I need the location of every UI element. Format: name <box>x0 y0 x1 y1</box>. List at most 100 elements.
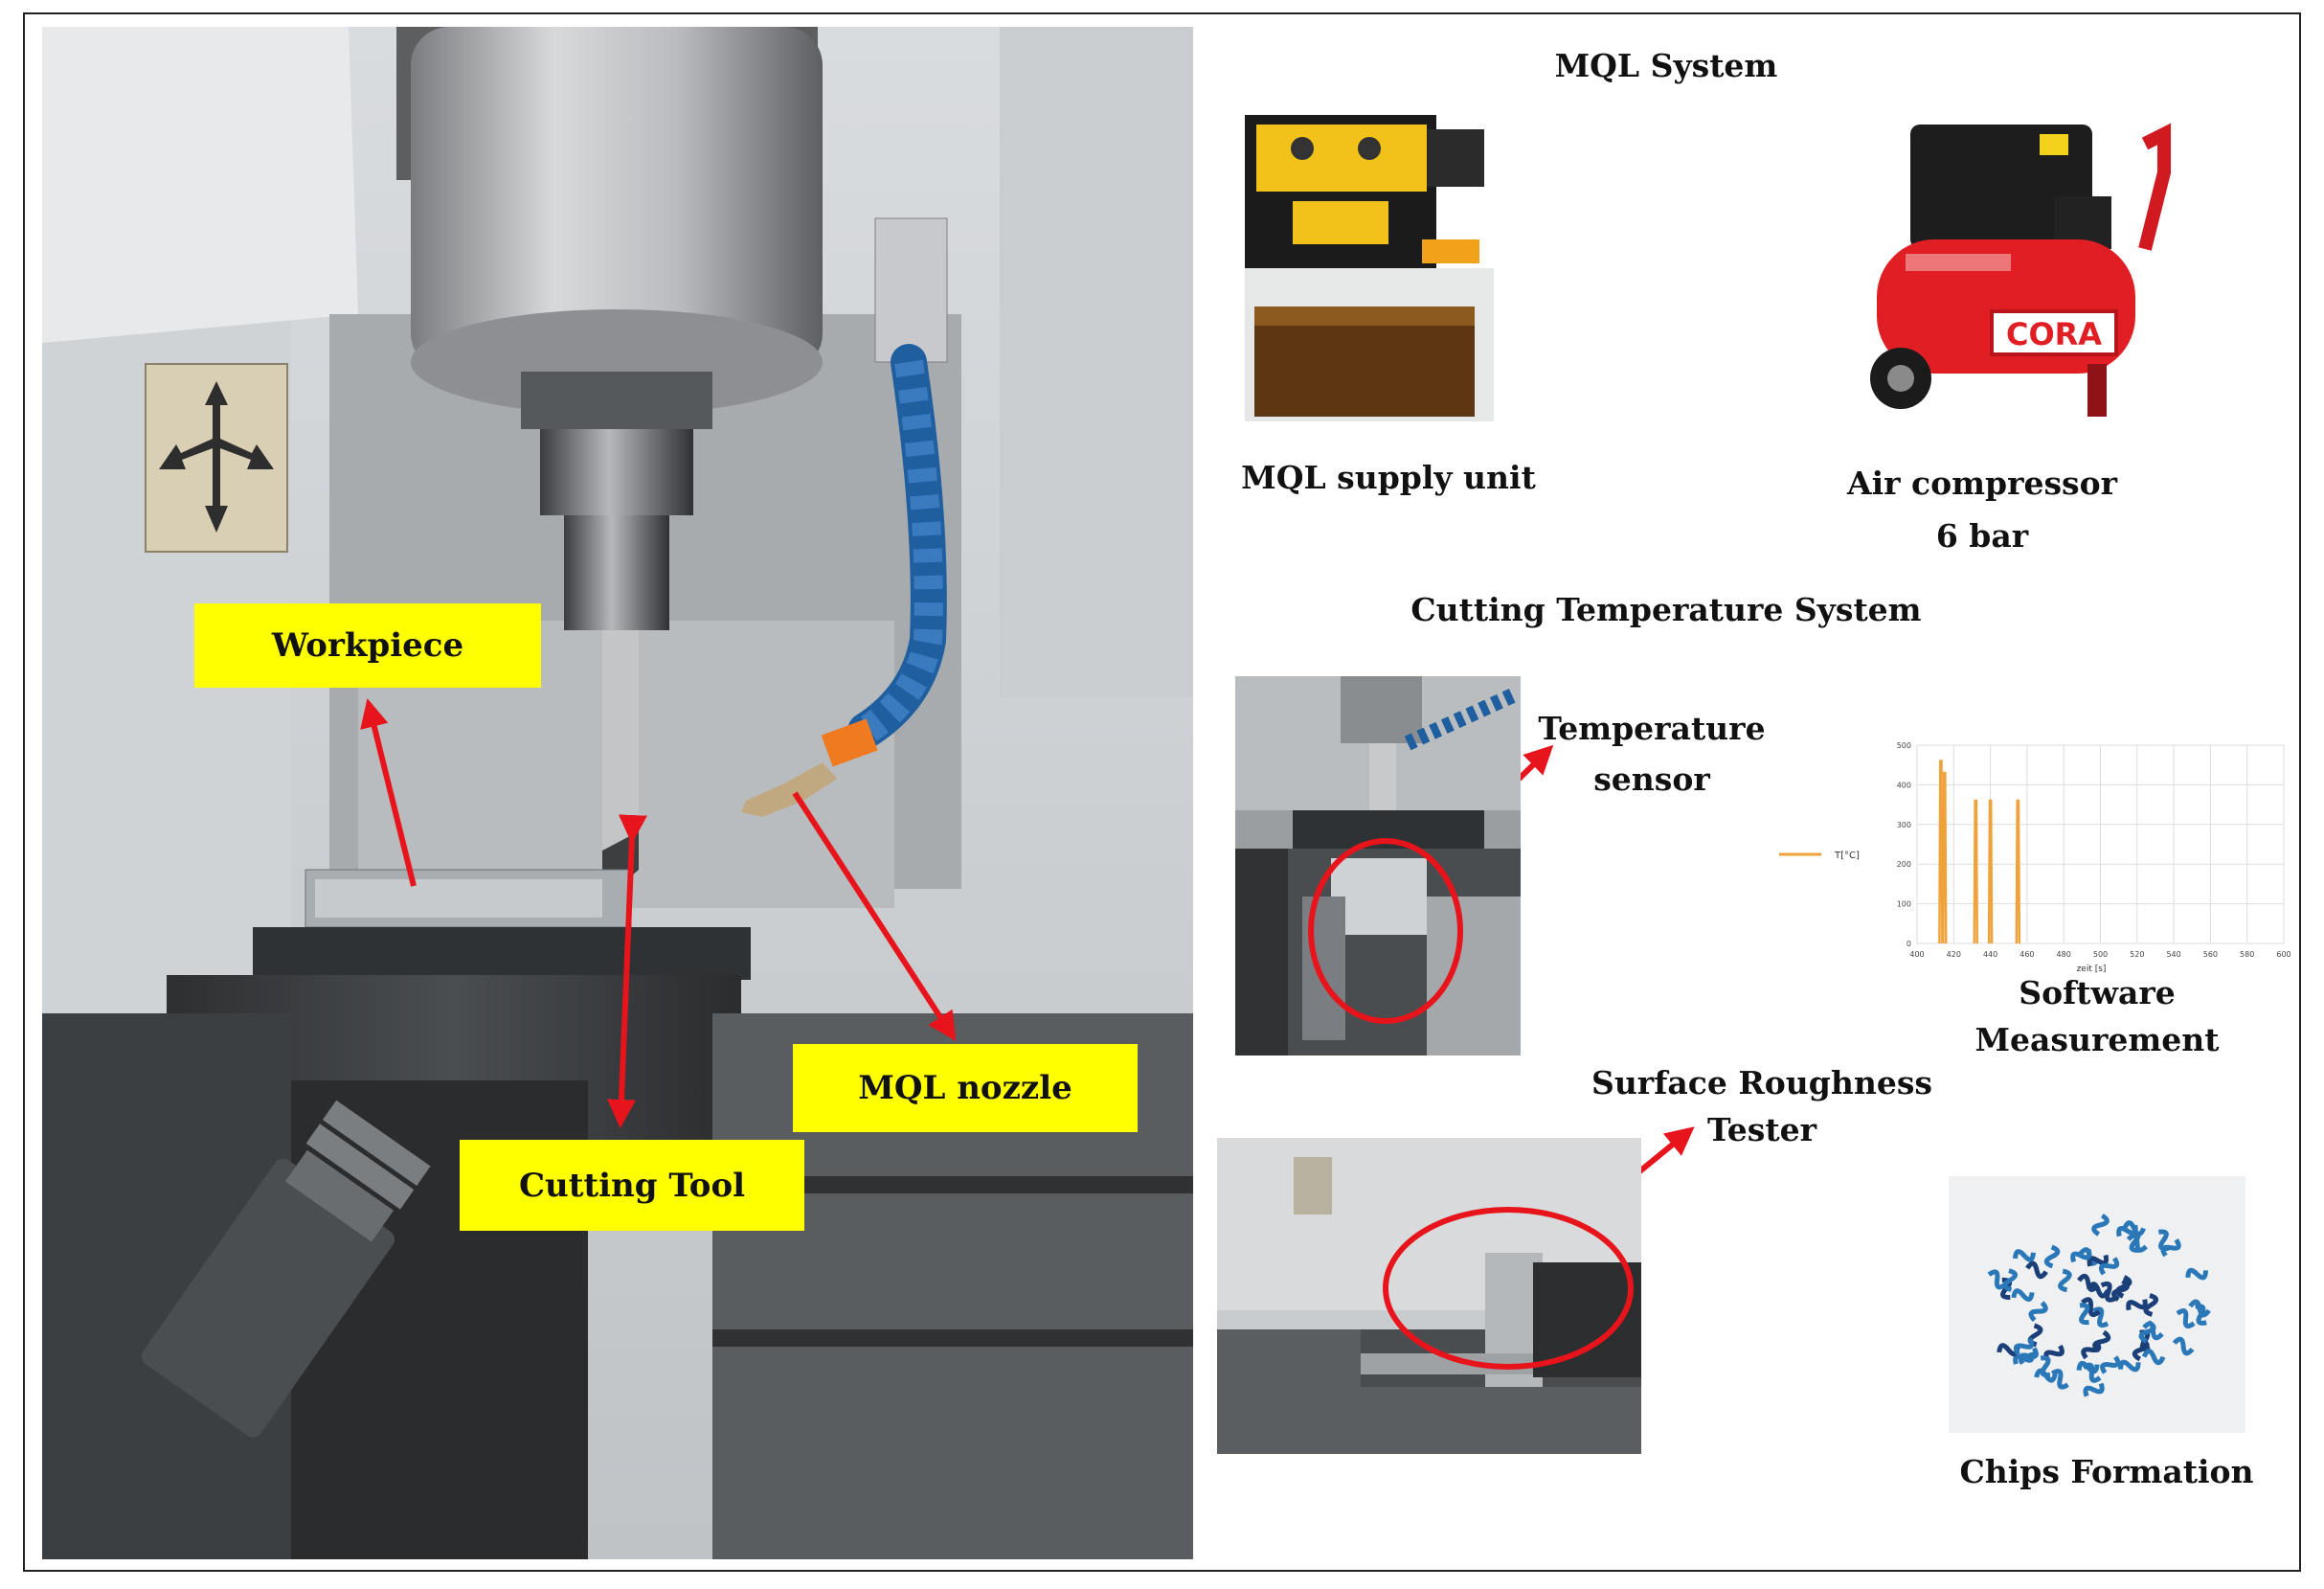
chip-piece <box>2092 1329 2111 1353</box>
chart-x-tick-label: 480 <box>2057 950 2071 959</box>
chip-piece <box>2138 1320 2156 1344</box>
chips-formation-photo <box>1949 1176 2245 1433</box>
chip-piece <box>2050 1369 2069 1390</box>
chip-piece <box>2188 1299 2211 1318</box>
chip-piece <box>2160 1238 2181 1258</box>
chips-formation-label: Chips Formation <box>1959 1453 2254 1490</box>
compressor-brand-text: CORA <box>2006 316 2102 352</box>
chart-x-tick-label: 520 <box>2130 950 2144 959</box>
chart-peak <box>1973 799 1979 944</box>
chip-piece <box>2087 1254 2110 1267</box>
chip-piece <box>2116 1224 2138 1237</box>
chip-piece <box>1987 1269 2007 1290</box>
chart-x-tick-label: 500 <box>2093 950 2108 959</box>
chart-xlabel: zeit [s] <box>2077 965 2107 974</box>
temperature-sensor-highlight-circle <box>1308 838 1463 1024</box>
chart-y-tick-label: 300 <box>1897 821 1911 829</box>
chart-x-tick-label: 600 <box>2276 950 2290 959</box>
chip-piece <box>2091 1213 2110 1237</box>
chip-piece <box>2141 1349 2166 1366</box>
temperature-chart-svg: 400 420 440 460 480 500 520 540 560 580 600 0 100 200… <box>1779 741 2291 974</box>
chart-legend-label: T[°C] <box>1834 851 1860 861</box>
chip-piece <box>2028 1301 2048 1323</box>
software-measurement-label-line1: Software <box>2019 974 2176 1011</box>
figure-frame <box>23 12 2301 1572</box>
cutting-temperature-title: Cutting Temperature System <box>1410 591 1922 628</box>
software-measurement-label: Software Measurement <box>1953 973 2241 1061</box>
temperature-sensor-label-line1: Temperature <box>1538 710 1766 747</box>
chip-piece <box>2077 1273 2100 1292</box>
chip-piece <box>2129 1230 2141 1253</box>
temperature-sensor-label: Temperature sensor <box>1532 709 1771 801</box>
chip-piece <box>2025 1260 2048 1280</box>
chip-piece <box>2043 1344 2065 1362</box>
software-measurement-label-line2: Measurement <box>1974 1020 2220 1058</box>
air-compressor-label-line1: Air compressor <box>1846 465 2118 502</box>
chip-piece <box>2100 1355 2121 1374</box>
chip-piece <box>2172 1336 2195 1356</box>
cutting-tool-arrow <box>606 814 647 1128</box>
surface-roughness-label: Surface Roughness Tester <box>1570 1063 1953 1151</box>
mql-system-title: MQL System <box>1554 47 1778 84</box>
chip-piece <box>2012 1249 2036 1262</box>
air-compressor-label: Air compressor 6 bar <box>1800 464 2164 557</box>
chip-piece <box>2100 1281 2117 1303</box>
chart-x-tick-label: 400 <box>1909 950 1924 959</box>
temperature-chart: 400 420 440 460 480 500 520 540 560 580 600 0 100 200… <box>1743 728 2298 977</box>
chart-peak <box>2015 799 2021 944</box>
chart-x-tick-label: 560 <box>2203 950 2218 959</box>
chip-piece <box>2185 1267 2208 1281</box>
chart-peak <box>1941 771 1948 944</box>
chart-legend: T[°C] <box>1779 851 1860 861</box>
mql-supply-unit-photo <box>1235 105 1503 431</box>
chip-piece <box>2013 1337 2035 1355</box>
chip-piece <box>2083 1382 2105 1397</box>
mql-nozzle-callout: MQL nozzle <box>793 1044 1138 1132</box>
chart-peak <box>1938 760 1944 944</box>
chart-x-tick-label: 420 <box>1947 950 1961 959</box>
chip-piece <box>2082 1362 2102 1383</box>
surface-roughness-label-line2: Tester <box>1707 1110 1816 1148</box>
chip-piece <box>2086 1282 2110 1299</box>
chip-piece <box>2115 1275 2132 1299</box>
chart-y-tick-label: 400 <box>1897 781 1911 789</box>
chart-x-tick-label: 440 <box>1983 950 1997 959</box>
chip-piece <box>2011 1288 2035 1303</box>
chip-piece <box>2081 1297 2101 1318</box>
chip-piece <box>2079 1303 2090 1326</box>
workpiece-arrow <box>360 698 417 887</box>
chip-piece <box>2081 1340 2102 1360</box>
chip-piece <box>2132 1337 2150 1362</box>
chart-y-tick-label: 0 <box>1907 940 1911 948</box>
chart-x-tick-label: 580 <box>2240 950 2254 959</box>
surface-roughness-label-line1: Surface Roughness <box>1591 1064 1932 1101</box>
chip-piece <box>2092 1306 2110 1328</box>
chart-y-tick-label: 200 <box>1897 860 1911 869</box>
air-compressor-photo: CORA <box>1848 105 2174 431</box>
temperature-sensor-label-line2: sensor <box>1593 760 1710 798</box>
temperature-sensor-photo <box>1235 676 1521 1056</box>
cutting-tool-callout: Cutting Tool <box>460 1140 804 1231</box>
chart-y-tick-label: 100 <box>1897 900 1911 909</box>
chip-piece <box>2098 1257 2120 1276</box>
chip-piece <box>2013 1351 2035 1365</box>
chip-piece <box>2176 1308 2196 1328</box>
chart-x-tick-label: 540 <box>2166 950 2180 959</box>
chip-piece <box>2040 1355 2051 1378</box>
mql-nozzle-arrow <box>792 791 957 1042</box>
roughness-tester-highlight-circle <box>1383 1207 1634 1370</box>
chip-piece <box>2043 1244 2061 1269</box>
chip-piece <box>2070 1248 2092 1263</box>
workpiece-callout: Workpiece <box>194 603 541 688</box>
chart-y-tick-label: 500 <box>1897 741 1911 750</box>
chip-piece <box>2126 1299 2148 1311</box>
chip-piece <box>2058 1268 2072 1293</box>
axis-arrows-placard-icon <box>145 363 288 553</box>
chart-peak <box>1987 799 1994 944</box>
chip-piece <box>2118 1359 2141 1373</box>
chart-x-tick-label: 460 <box>2019 950 2034 959</box>
mql-supply-unit-label: MQL supply unit <box>1241 459 1536 496</box>
main-machine-photo <box>42 27 1193 1559</box>
chip-piece <box>2126 1233 2148 1253</box>
chip-piece <box>2002 1268 2019 1292</box>
